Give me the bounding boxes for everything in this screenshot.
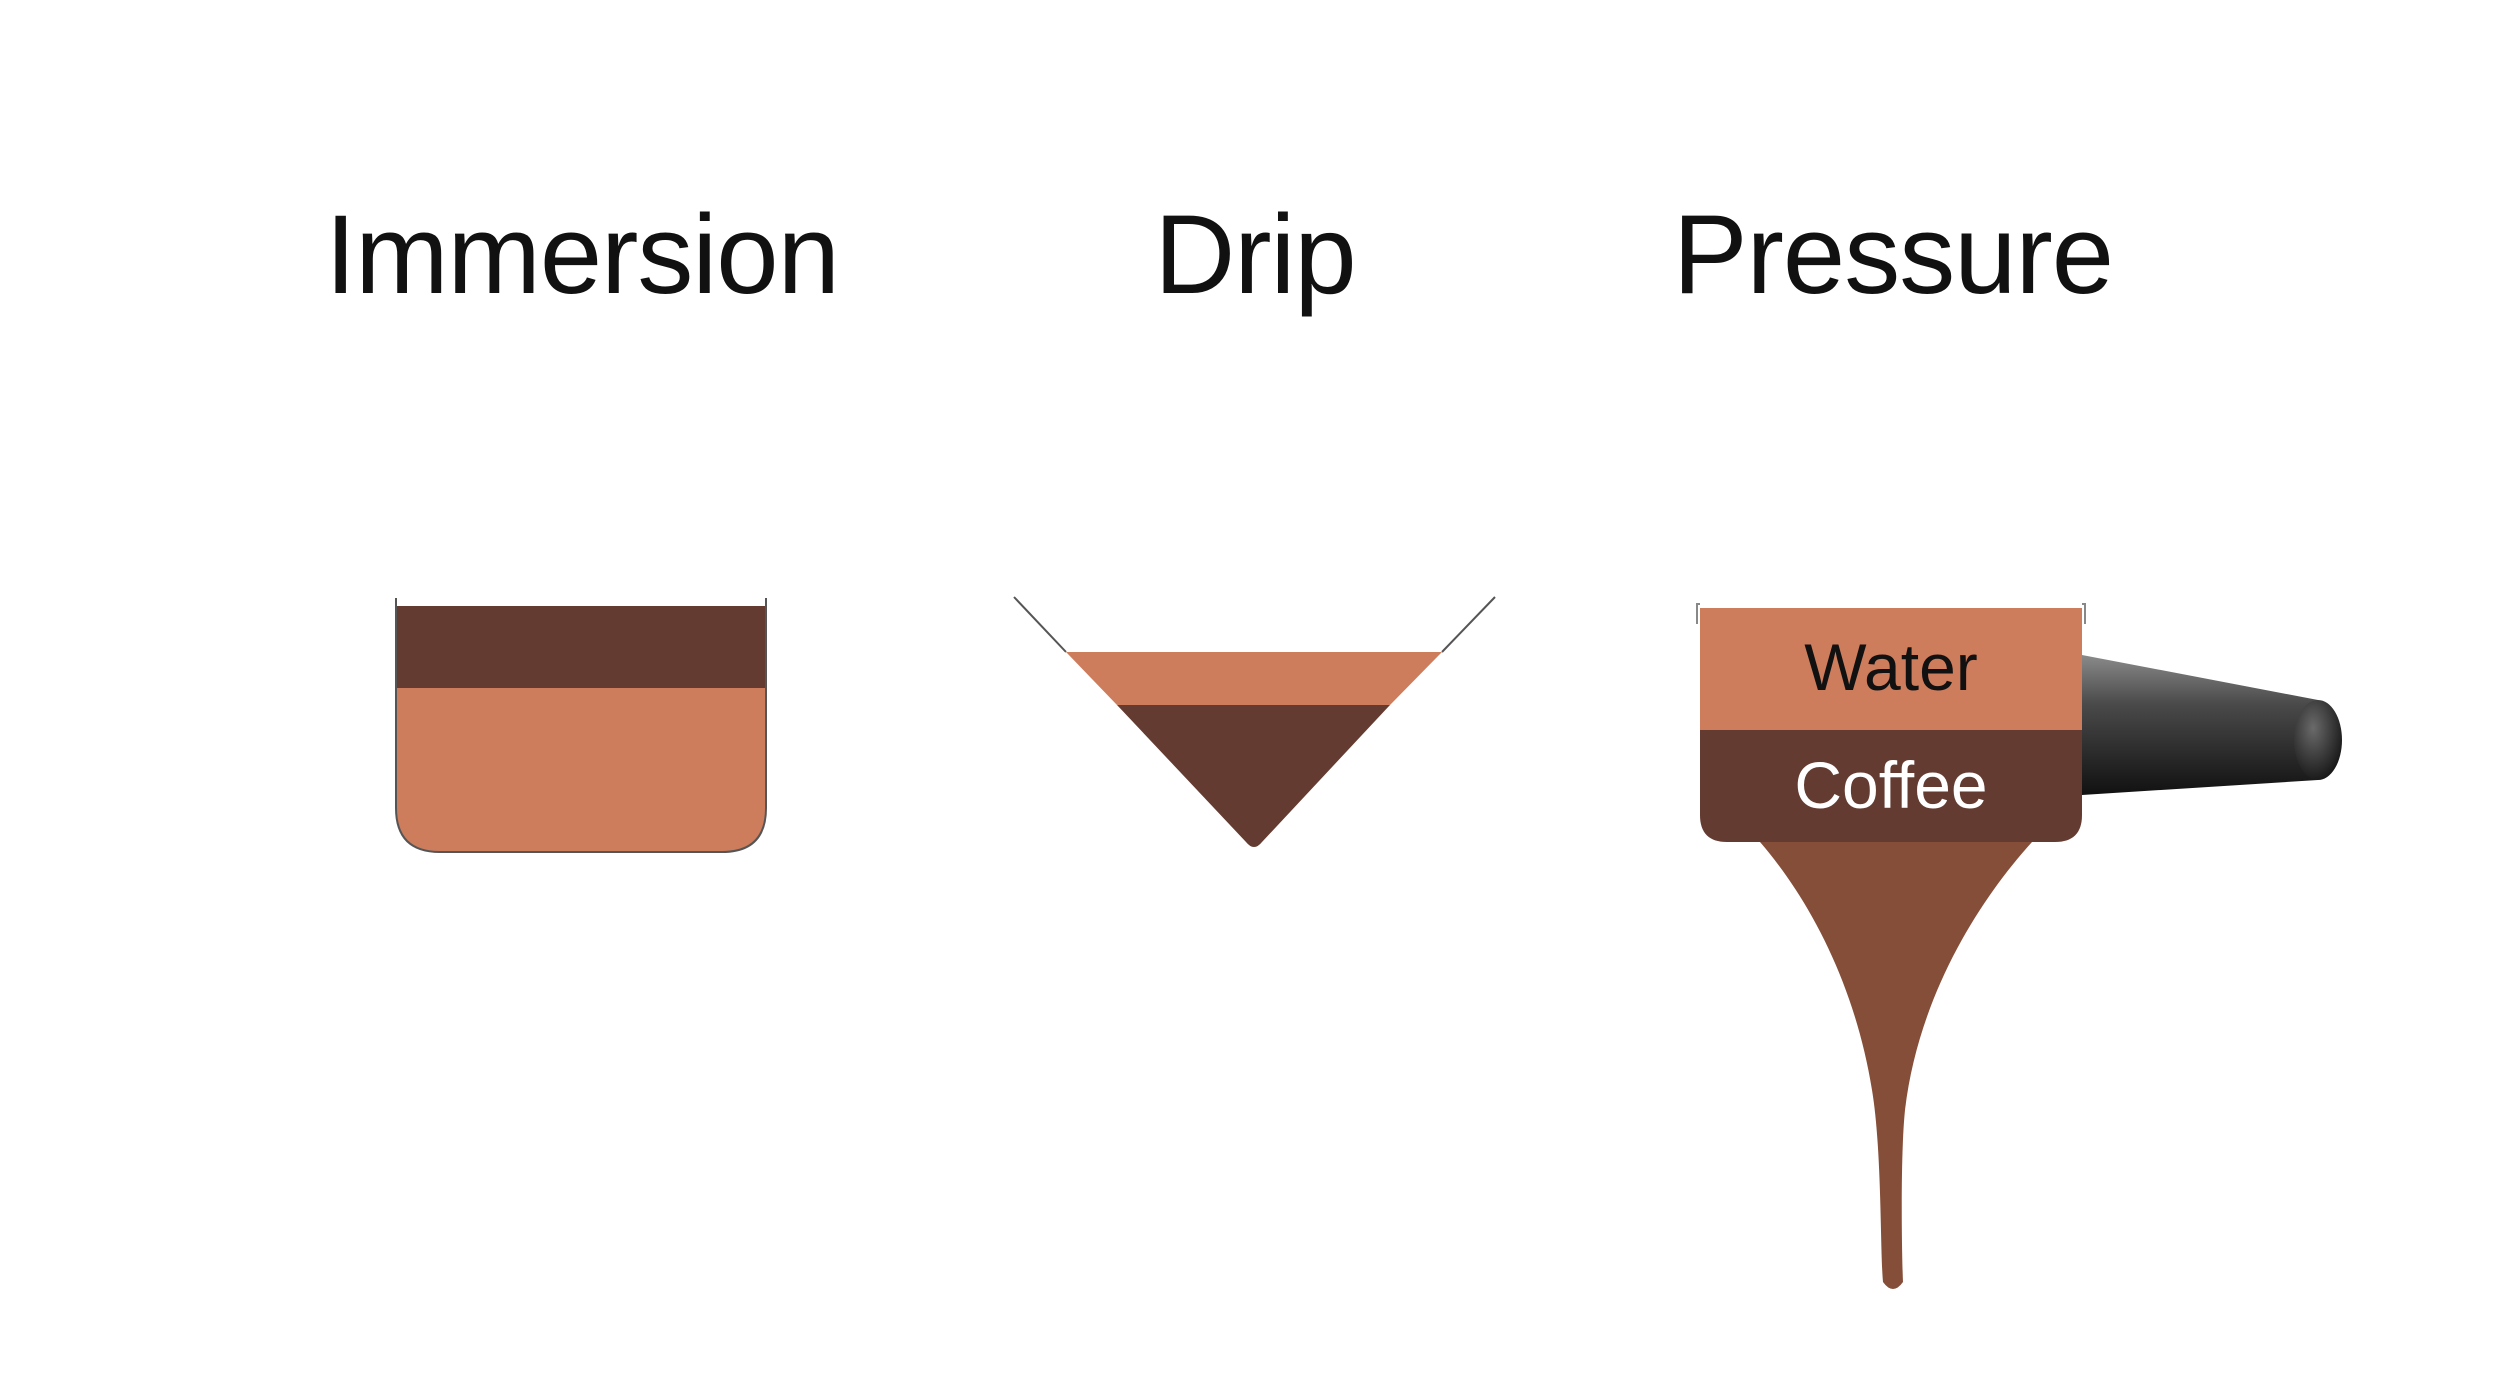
drip-water-layer xyxy=(1066,652,1442,705)
coffee-label: Coffee xyxy=(1794,748,1987,822)
pressure-vessel: Water Coffee xyxy=(1696,603,2342,1289)
pressure-title: Pressure xyxy=(1672,192,2114,317)
pressure-rim-left xyxy=(1696,603,1700,624)
immersion-outline xyxy=(395,598,767,853)
pressure-coffee-layer xyxy=(1700,730,2082,842)
immersion-coffee-layer xyxy=(396,606,766,688)
pressure-rim-right xyxy=(2082,603,2086,624)
pressure-pipe xyxy=(2082,655,2318,795)
drip-title: Drip xyxy=(1154,192,1356,317)
pressure-water-layer xyxy=(1700,608,2082,730)
drip-cone-right-edge xyxy=(1441,596,1496,653)
drip-cone xyxy=(1013,596,1496,847)
pressure-pipe-cap xyxy=(2294,700,2342,780)
immersion-water-layer xyxy=(396,688,766,852)
immersion-vessel xyxy=(395,598,767,853)
drip-coffee-layer xyxy=(1117,705,1390,847)
immersion-title: Immersion xyxy=(325,192,840,317)
drip-cone-left-edge xyxy=(1013,596,1067,653)
pressure-coffee-stream xyxy=(1760,842,2032,1289)
water-label: Water xyxy=(1804,630,1978,704)
